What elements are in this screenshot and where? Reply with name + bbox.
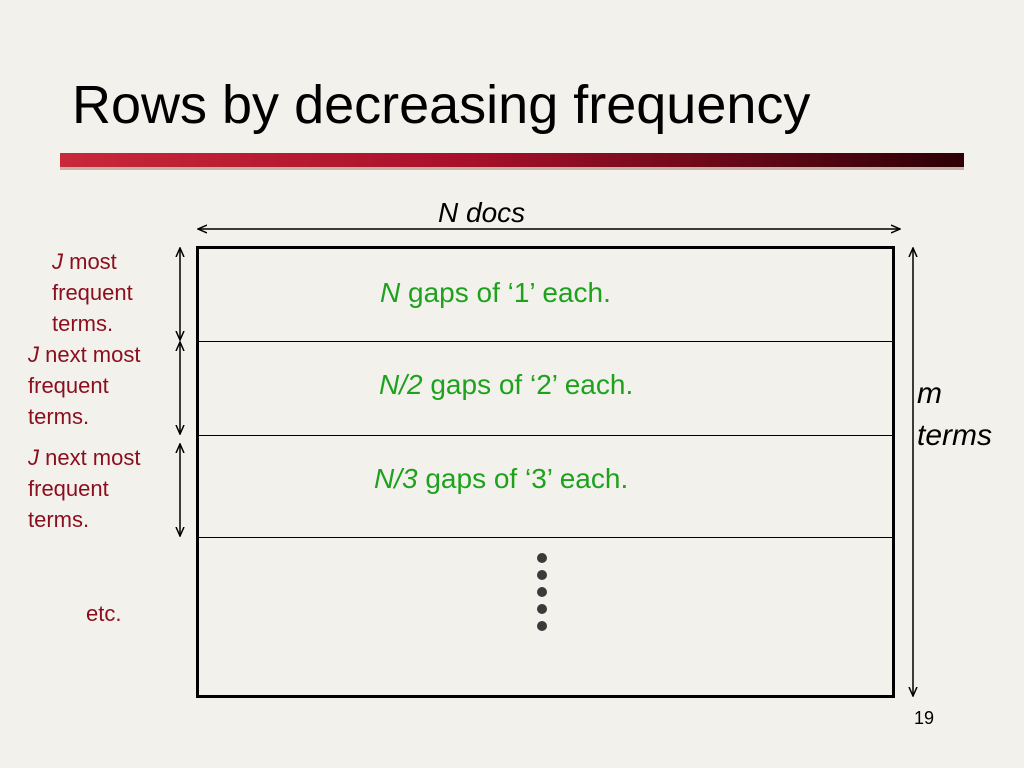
- row-gaps-3: N/3 gaps of ‘3’ each.: [374, 463, 629, 494]
- m-terms-label: m terms: [917, 377, 992, 452]
- ellipsis-dot: [537, 553, 547, 563]
- left-label-second-j: J next most frequent terms.: [28, 342, 141, 429]
- slide-title: Rows by decreasing frequency: [72, 75, 811, 135]
- row-divider: [199, 435, 892, 436]
- etc-label: etc.: [86, 601, 122, 626]
- ellipsis-dot: [537, 621, 547, 631]
- ellipsis-dot: [537, 587, 547, 597]
- page-number: 19: [914, 708, 935, 728]
- row-gaps-2: N/2 gaps of ‘2’ each.: [379, 369, 634, 400]
- left-label-first-j: J most frequent terms.: [52, 249, 133, 336]
- left-label-third-j: J next most frequent terms.: [28, 445, 141, 532]
- title-underline-shadow: [60, 167, 964, 170]
- ellipsis-dot: [537, 604, 547, 614]
- row-gaps-1: N gaps of ‘1’ each.: [380, 277, 611, 308]
- row-divider: [199, 341, 892, 342]
- n-docs-label: N docs: [438, 197, 526, 228]
- row-divider: [199, 537, 892, 538]
- title-underline-bar: [60, 153, 964, 170]
- ellipsis-dot: [537, 570, 547, 580]
